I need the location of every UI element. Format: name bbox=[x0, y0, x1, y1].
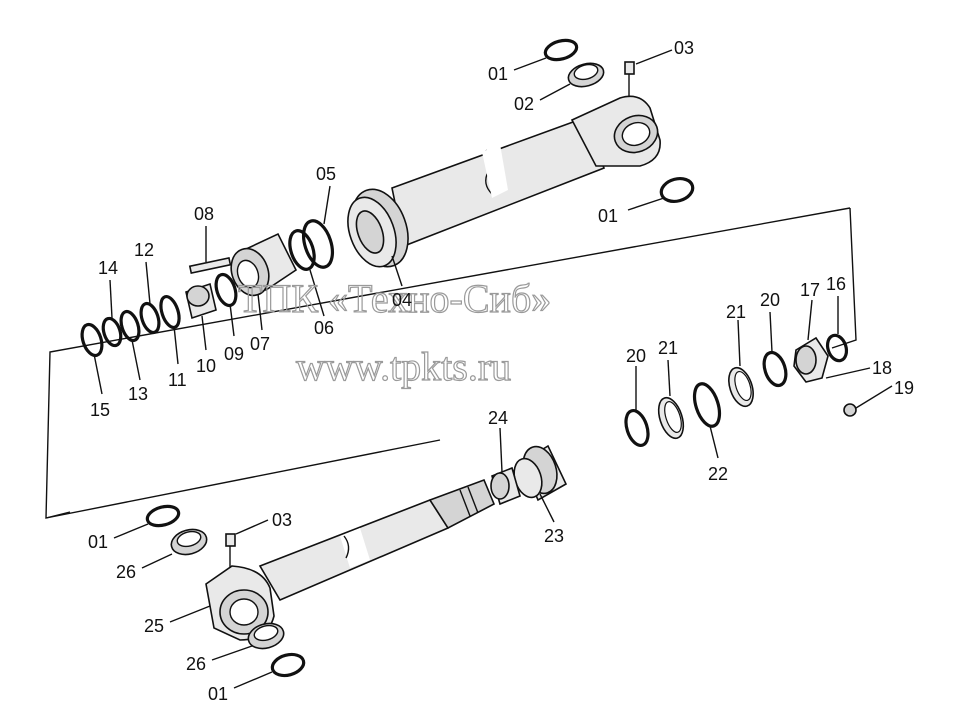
label-11: 11 bbox=[168, 370, 187, 390]
label-14: 14 bbox=[98, 258, 118, 278]
label-02: 02 bbox=[514, 94, 534, 114]
label-03: 03 bbox=[272, 510, 292, 530]
ring-20-right bbox=[762, 350, 788, 388]
ring-20-left bbox=[624, 409, 650, 447]
watermark-company: ТПК «Техно-Сиб» bbox=[238, 276, 551, 321]
piston-23 bbox=[513, 444, 568, 502]
bushing-10 bbox=[185, 282, 217, 320]
ring-16 bbox=[825, 333, 849, 363]
bushing-26-bottom bbox=[247, 622, 285, 650]
bushing-26-top bbox=[170, 528, 208, 556]
ring-21-right bbox=[728, 366, 754, 408]
label-10: 10 bbox=[196, 356, 216, 376]
label-06: 06 bbox=[314, 318, 334, 338]
part-labels: 01 02 03 01 05 08 04 06 07 09 10 11 12 1… bbox=[88, 38, 914, 704]
label-18: 18 bbox=[872, 358, 892, 378]
label-13: 13 bbox=[128, 384, 148, 404]
label-21: 21 bbox=[726, 302, 746, 322]
label-01: 01 bbox=[598, 206, 618, 226]
backup-ring-06 bbox=[288, 229, 316, 271]
seal-ring-01-lower-top bbox=[145, 504, 181, 528]
ring-22 bbox=[692, 382, 722, 428]
bushing-02 bbox=[567, 62, 605, 88]
label-17: 17 bbox=[800, 280, 820, 300]
label-09: 09 bbox=[224, 344, 244, 364]
label-20: 20 bbox=[760, 290, 780, 310]
spacer-24 bbox=[490, 466, 521, 506]
piston-rod bbox=[258, 478, 496, 602]
wiper-15 bbox=[80, 322, 104, 358]
label-04: 04 bbox=[392, 290, 412, 310]
label-24: 24 bbox=[488, 408, 508, 428]
grease-nipple-03-bottom bbox=[225, 533, 236, 568]
ring-21-left bbox=[657, 396, 685, 440]
leader-lines bbox=[93, 49, 893, 689]
label-01: 01 bbox=[208, 684, 228, 704]
rod-eye-25 bbox=[205, 565, 275, 641]
label-01: 01 bbox=[88, 532, 108, 552]
ring-13 bbox=[119, 309, 141, 343]
label-16: 16 bbox=[826, 274, 846, 294]
label-26: 26 bbox=[116, 562, 136, 582]
screw-19 bbox=[843, 403, 857, 417]
watermark-url: www.tpkts.ru bbox=[296, 344, 511, 389]
label-05: 05 bbox=[316, 164, 336, 184]
nut-17 bbox=[793, 336, 829, 383]
cylinder-barrel bbox=[347, 95, 661, 268]
grease-nipple-03-top bbox=[624, 61, 635, 96]
bolt-08 bbox=[188, 256, 232, 275]
label-08: 08 bbox=[194, 204, 214, 224]
label-20: 20 bbox=[626, 346, 646, 366]
label-23: 23 bbox=[544, 526, 564, 546]
label-01: 01 bbox=[488, 64, 508, 84]
seal-ring-01-lower-bottom bbox=[270, 652, 306, 678]
label-15: 15 bbox=[90, 400, 110, 420]
label-22: 22 bbox=[708, 464, 728, 484]
ring-12 bbox=[139, 301, 161, 335]
label-25: 25 bbox=[144, 616, 164, 636]
seal-09 bbox=[214, 272, 238, 308]
label-19: 19 bbox=[894, 378, 914, 398]
ring-14 bbox=[101, 316, 123, 348]
label-03: 03 bbox=[674, 38, 694, 58]
seal-ring-01-right bbox=[659, 176, 695, 204]
label-26: 26 bbox=[186, 654, 206, 674]
label-12: 12 bbox=[134, 240, 154, 260]
seal-ring-01-top bbox=[543, 38, 579, 62]
label-07: 07 bbox=[250, 334, 270, 354]
ring-11 bbox=[159, 294, 181, 330]
assembly-frame bbox=[45, 207, 857, 519]
o-ring-05 bbox=[301, 219, 335, 269]
label-21: 21 bbox=[658, 338, 678, 358]
